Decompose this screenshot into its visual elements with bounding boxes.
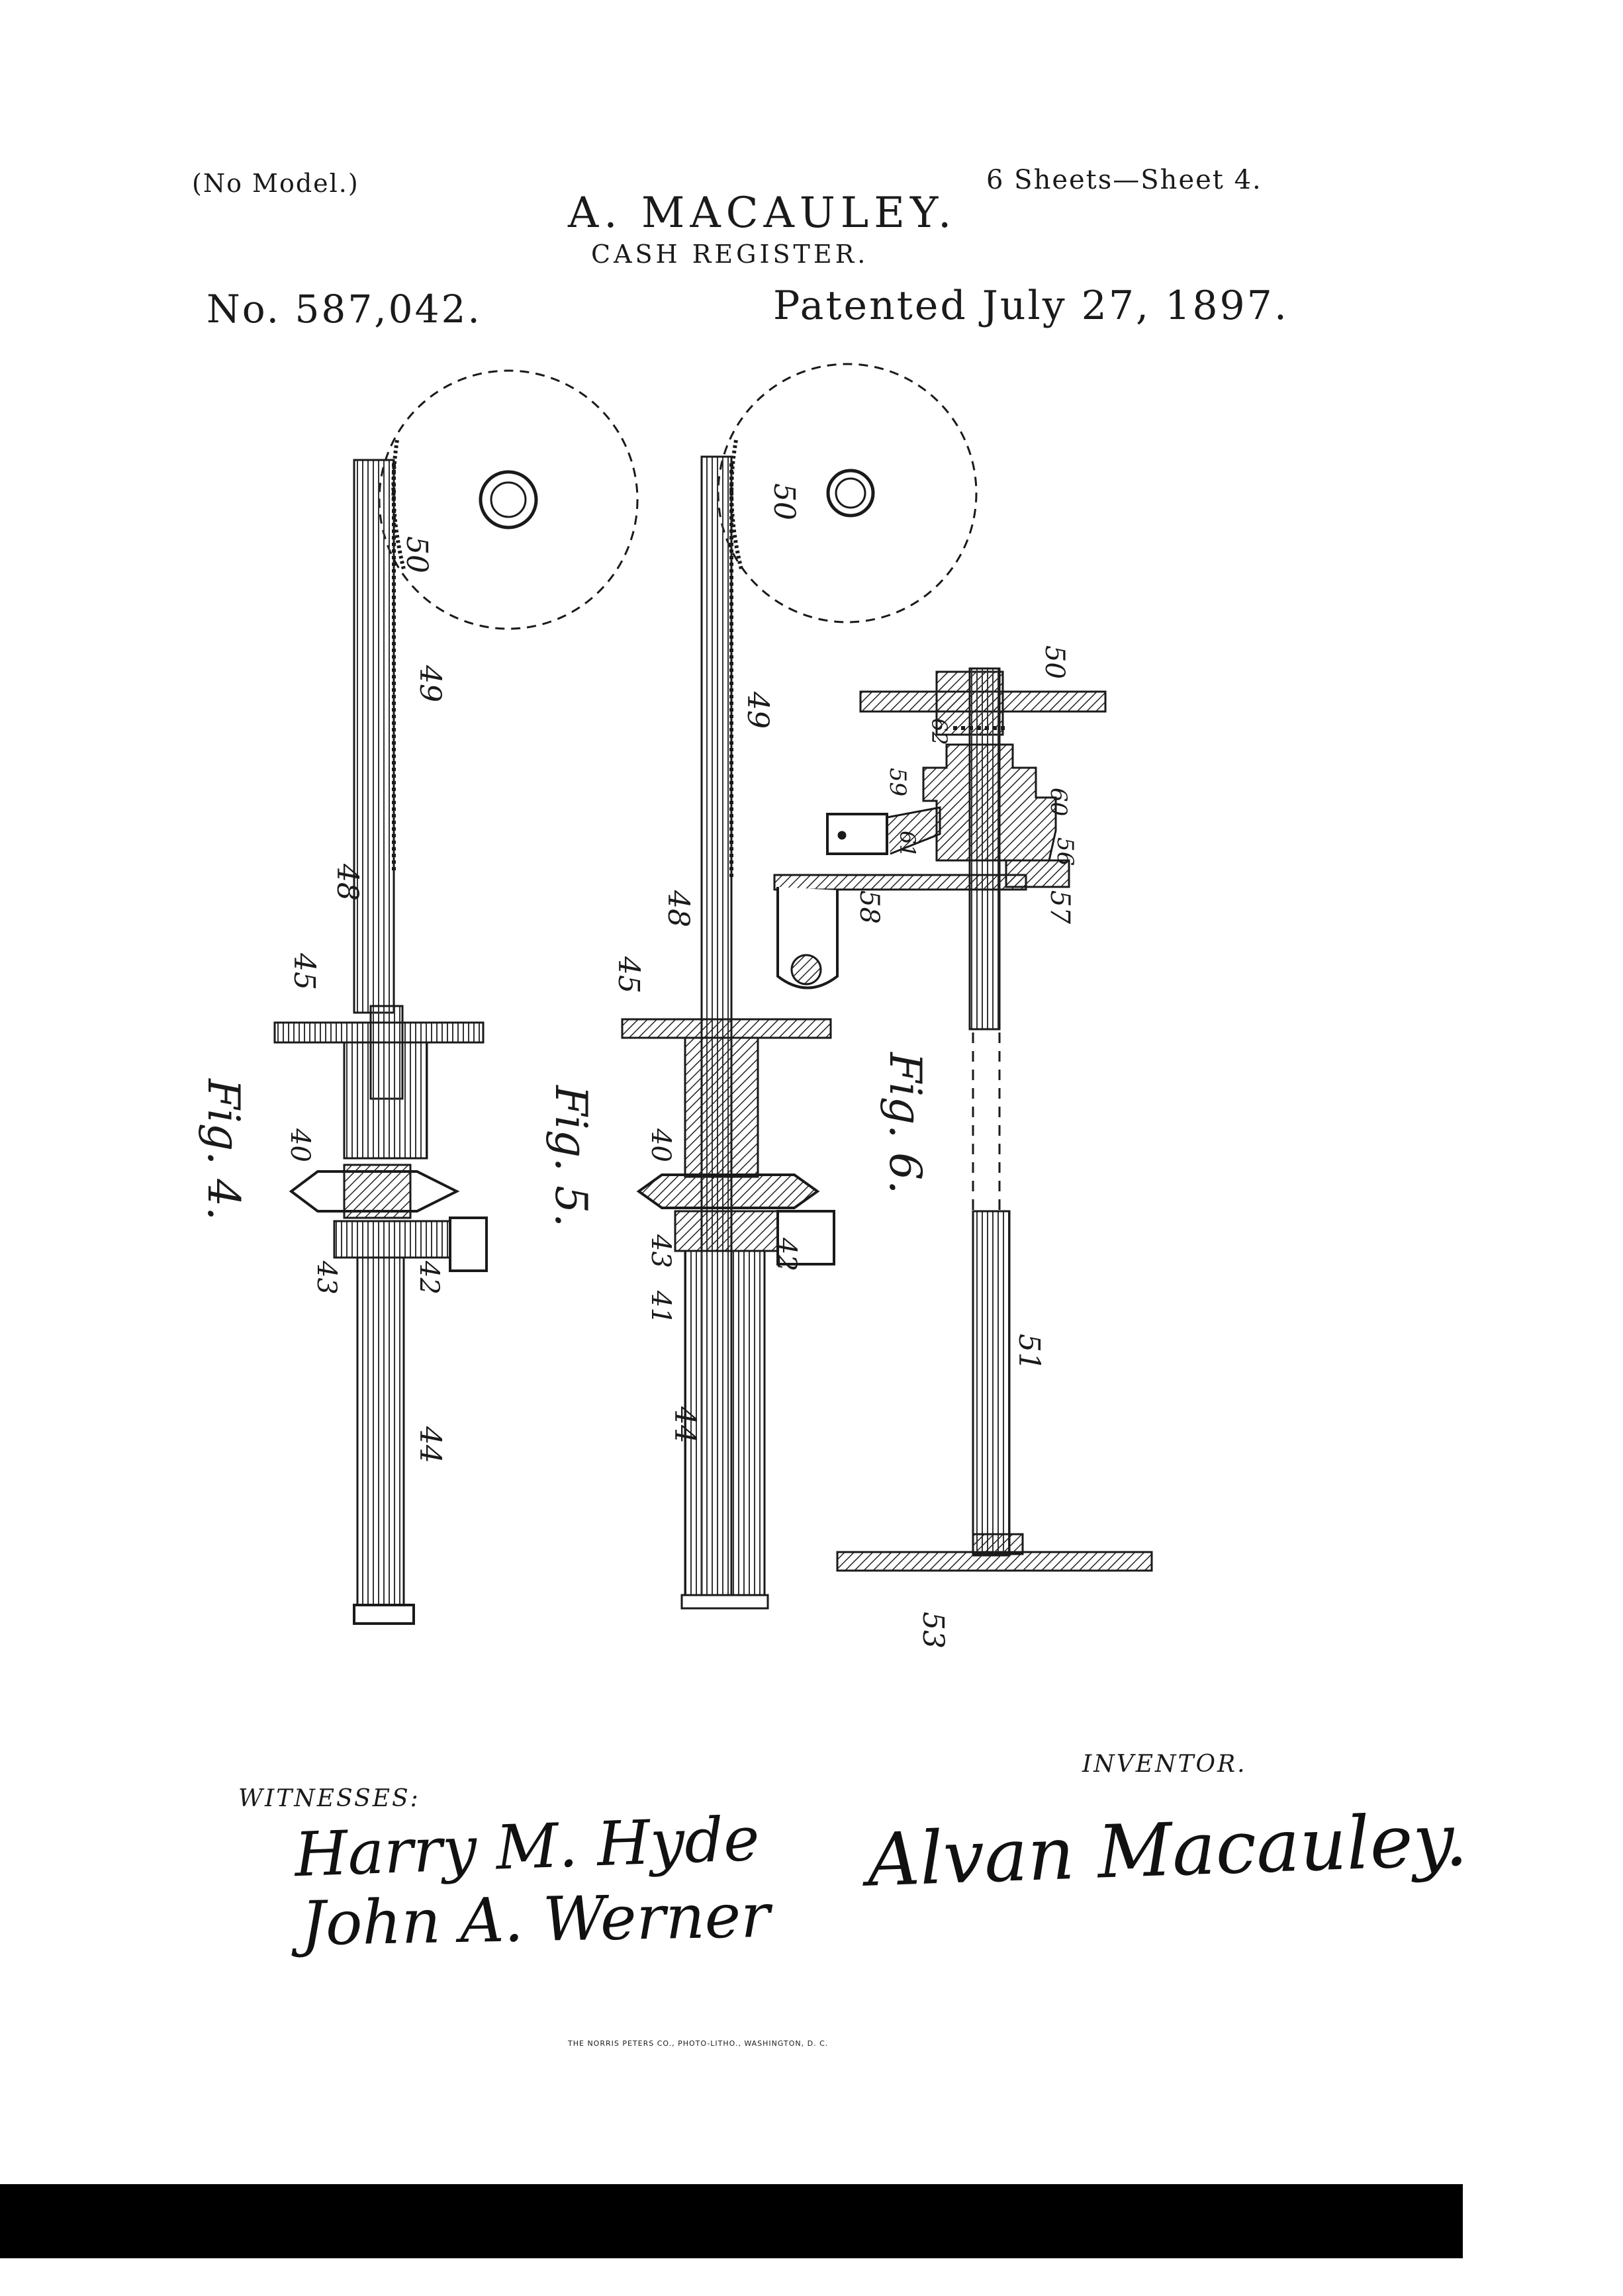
inventor-label: INVENTOR. <box>1082 1751 1247 1778</box>
figure-6 <box>773 667 1153 1572</box>
inventor-name-heading: A. MACAULEY. <box>568 189 957 238</box>
fig5-label: Fig. 5. <box>545 1085 596 1227</box>
fig6-ref-62: 62 <box>927 718 952 745</box>
fig6-pawl-59 <box>826 813 888 855</box>
figure-4 <box>273 369 639 1625</box>
patent-date: Patented July 27, 1897. <box>773 283 1289 329</box>
fig5-ref-43: 43 <box>645 1234 676 1268</box>
fig6-ref-61: 61 <box>895 831 920 858</box>
fig4-ref-48: 48 <box>330 863 364 901</box>
fig6-ref-57: 57 <box>1044 890 1075 924</box>
fig5-pawl-42 <box>776 1210 835 1265</box>
fig5-gear-50-outline <box>717 363 978 623</box>
invention-title: CASH REGISTER. <box>591 240 869 269</box>
fig6-shaft-51 <box>972 1210 1011 1557</box>
fig4-ref-50: 50 <box>400 536 434 573</box>
fig6-ref-50: 50 <box>1039 645 1070 679</box>
fig4-tube-44 <box>356 1256 405 1606</box>
figure-5 <box>621 363 978 1610</box>
fig6-ref-51: 51 <box>1012 1334 1046 1371</box>
no-model-note: (No Model.) <box>192 169 359 198</box>
fig4-ref-42: 42 <box>414 1260 444 1295</box>
fig4-label: Fig. 4. <box>198 1078 249 1220</box>
sheet-number: 6 Sheets—Sheet 4. <box>986 165 1262 195</box>
patent-number: No. 587,042. <box>207 287 482 332</box>
fig6-ref-59: 59 <box>884 768 911 796</box>
fig4-gear-45 <box>273 1021 485 1044</box>
fig6-plate-58 <box>773 874 1027 891</box>
witness-signature-2: John A. Werner <box>301 1880 770 1960</box>
fig6-label: Fig. 6. <box>880 1052 931 1194</box>
fig6-ref-58: 58 <box>854 890 884 924</box>
fig5-ref-42: 42 <box>771 1237 802 1271</box>
fig4-ref-43: 43 <box>311 1260 342 1295</box>
printer-credit: THE NORRIS PETERS CO., PHOTO-LITHO., WAS… <box>568 2039 829 2048</box>
fig5-gear-50-hub <box>826 469 875 518</box>
fig4-ref-40: 40 <box>285 1128 315 1162</box>
fig5-ref-50: 50 <box>767 483 801 520</box>
inventor-signature: Alvan Macauley. <box>866 1797 1469 1903</box>
fig6-ref-53: 53 <box>916 1612 950 1649</box>
fig5-ref-41: 41 <box>645 1290 676 1324</box>
fig4-pawl-42 <box>449 1217 488 1272</box>
fig5-ref-49: 49 <box>741 691 774 729</box>
fig4-gear-50-hub <box>479 470 538 529</box>
fig5-gear-45 <box>621 1018 832 1039</box>
scan-border-bar <box>0 2184 1463 2258</box>
fig6-ref-60: 60 <box>1045 788 1072 816</box>
fig4-ref-45: 45 <box>287 952 321 990</box>
fig5-ref-45: 45 <box>612 956 645 993</box>
fig4-ref-44: 44 <box>413 1426 447 1463</box>
fig5-tube-44 <box>684 1250 766 1596</box>
fig5-ref-44: 44 <box>668 1406 702 1444</box>
fig4-rack-shaft <box>353 459 395 1014</box>
fig6-stepped-wheel <box>922 743 1057 862</box>
fig5-star-wheel-40 <box>636 1173 820 1209</box>
fig5-ref-48: 48 <box>661 890 695 927</box>
witness-signature-1: Harry M. Hyde <box>293 1803 761 1891</box>
fig6-ref-56: 56 <box>1052 837 1078 866</box>
witnesses-label: WITNESSES: <box>238 1785 420 1812</box>
fig4-gear-50-outline <box>378 369 639 630</box>
fig5-ref-40: 40 <box>645 1128 676 1162</box>
fig4-ref-49: 49 <box>413 665 447 702</box>
